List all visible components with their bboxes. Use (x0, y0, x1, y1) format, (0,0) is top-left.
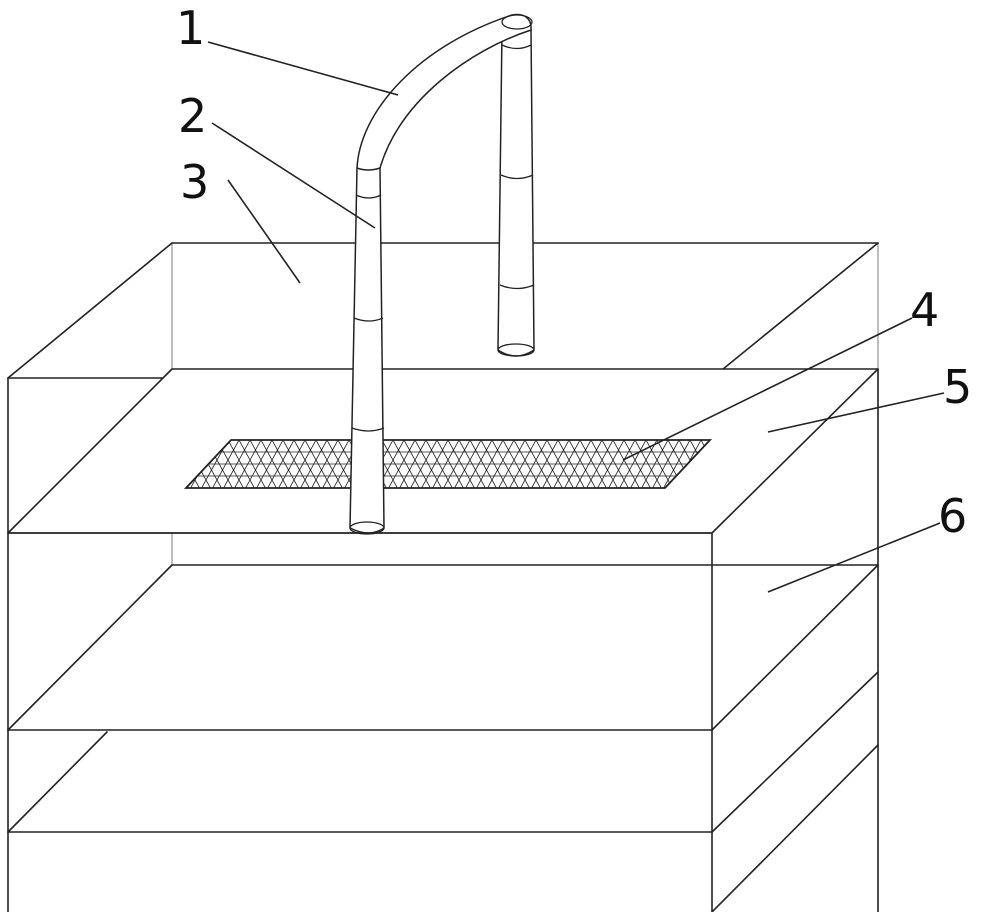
callout-5: 5 (943, 360, 972, 414)
callout-6: 6 (938, 489, 967, 543)
callout-2: 2 (178, 89, 207, 143)
callout-1: 1 (176, 1, 205, 55)
tube-back-leg (498, 30, 534, 356)
callout-3: 3 (180, 155, 209, 209)
shelf-bottom (8, 672, 878, 912)
callout-4: 4 (910, 283, 939, 337)
shelf-middle (8, 565, 878, 730)
